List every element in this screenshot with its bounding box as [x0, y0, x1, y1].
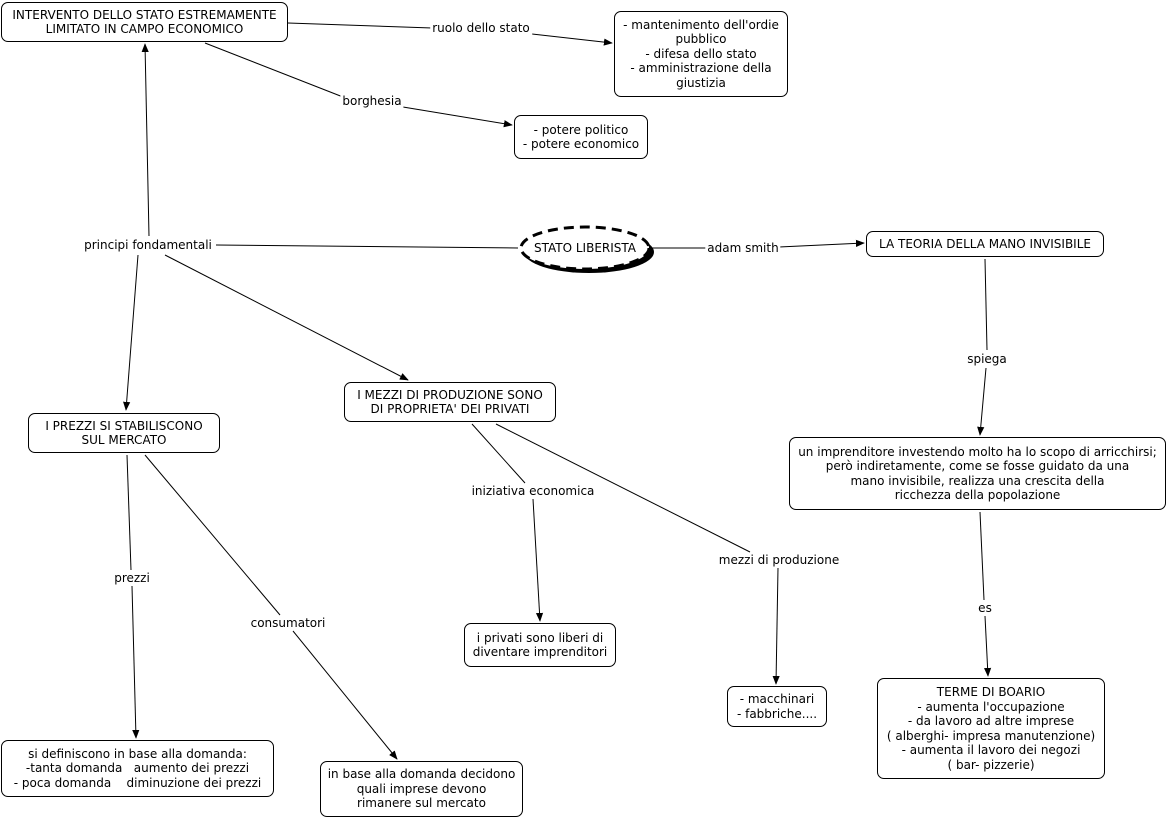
- stato-liberista-shape: [519, 225, 654, 273]
- link-label-iniziativa: iniziativa economica: [469, 484, 597, 498]
- node-line: pubblico: [675, 32, 727, 47]
- node-potere[interactable]: - potere politico - potere economico: [514, 115, 648, 159]
- edge-stato-principi: [215, 244, 519, 249]
- node-line: DI PROPRIETA' DEI PRIVATI: [370, 402, 530, 416]
- link-label-principi: principi fondamentali: [82, 238, 214, 252]
- node-line: LA TEORIA DELLA MANO INVISIBILE: [879, 236, 1091, 251]
- node-prezzi-mercato[interactable]: I PREZZI SI STABILISCONO SUL MERCATO: [28, 413, 220, 453]
- node-line: I MEZZI DI PRODUZIONE SONO: [357, 387, 543, 402]
- link-label-borghesia: borghesia: [340, 94, 404, 108]
- edge-principi-prezzi: [123, 254, 139, 411]
- edge-principi-mezzi: [164, 254, 409, 381]
- node-line: però indiretamente, come se fosse guidat…: [825, 459, 1130, 473]
- edge-borghesia-potere: [402, 106, 513, 128]
- node-domanda[interactable]: si definiscono in base alla domanda: -ta…: [1, 740, 274, 797]
- node-line: - da lavoro ad altre imprese: [907, 714, 1075, 728]
- edge-intervento-borghesia: [204, 42, 344, 98]
- node-line: - aumenta il lavoro dei negozi: [901, 743, 1081, 757]
- node-line: un imprenditore investendo molto ha lo s…: [798, 444, 1157, 459]
- edge-mercato-prezzi: [126, 454, 132, 571]
- node-line: - fabbriche....: [736, 706, 818, 721]
- edge-mercato-consumatori: [144, 454, 281, 616]
- node-line: diventare imprenditori: [472, 645, 608, 659]
- node-line: si definiscono in base alla domanda:: [28, 746, 247, 761]
- node-line: i privati sono liberi di: [476, 630, 604, 645]
- node-imprenditore[interactable]: un imprenditore investendo molto ha lo s…: [789, 437, 1166, 510]
- node-line: -tanta domanda aumento dei prezzi: [25, 761, 250, 776]
- edge-mezzi-iniziativa: [471, 423, 526, 484]
- edge-consumatori-imprese: [292, 630, 398, 760]
- edge-mezzi-produzione: [495, 423, 751, 553]
- node-line: quali imprese devono: [356, 781, 487, 796]
- link-label-adam: adam smith: [705, 241, 781, 255]
- edge-ruolo-ordine: [531, 33, 613, 46]
- node-line: - potere economico: [522, 137, 640, 151]
- node-privati-liberi[interactable]: i privati sono liberi di diventare impre…: [464, 623, 616, 667]
- node-line: I PREZZI SI STABILISCONO: [45, 418, 203, 433]
- node-line: - mantenimento dell'ordie: [623, 17, 779, 32]
- node-line: rimanere sul mercato: [357, 796, 486, 811]
- edge-prezzi-domanda: [131, 585, 140, 739]
- node-line: ( alberghi- impresa manutenzione): [886, 728, 1096, 743]
- link-label-es: es: [976, 601, 994, 615]
- node-mano-invisibile[interactable]: LA TEORIA DELLA MANO INVISIBILE: [866, 231, 1104, 257]
- node-stato-liberista[interactable]: STATO LIBERISTA: [533, 241, 637, 255]
- node-line: - poca domanda diminuzione dei prezzi: [13, 775, 262, 790]
- node-macchinari[interactable]: - macchinari - fabbriche....: [727, 686, 827, 727]
- node-line: ricchezza della popolazione: [894, 488, 1061, 502]
- link-label-mezzi: mezzi di produzione: [716, 553, 842, 567]
- node-line: TERME DI BOARIO: [936, 685, 1046, 699]
- edge-spiega-imprenditore: [977, 367, 987, 436]
- edge-principi-intervento: [141, 43, 150, 237]
- node-line: INTERVENTO DELLO STATO ESTREMAMENTE: [12, 7, 277, 22]
- node-line: SUL MERCATO: [81, 433, 167, 447]
- link-label-spiega: spiega: [965, 352, 1009, 366]
- node-line: in base alla domanda decidono: [327, 767, 516, 782]
- link-label-prezzi: prezzi: [112, 571, 152, 585]
- node-intervento-stato[interactable]: INTERVENTO DELLO STATO ESTREMAMENTE LIMI…: [1, 2, 288, 42]
- node-ruolo-contenuti[interactable]: - mantenimento dell'ordie pubblico - dif…: [614, 11, 788, 97]
- edge-produzione-macchinari: [772, 567, 780, 685]
- node-line: mano invisibile, realizza una crescita d…: [850, 473, 1105, 488]
- edge-iniziativa-privati: [532, 498, 544, 622]
- edge-imprenditore-es: [979, 511, 985, 601]
- node-imprese-mercato[interactable]: in base alla domanda decidono quali impr…: [320, 761, 523, 817]
- edge-adam-mano: [778, 239, 865, 248]
- link-label-ruolo: ruolo dello stato: [430, 21, 532, 35]
- link-label-consumatori: consumatori: [248, 616, 328, 630]
- node-line: - amministrazione della: [630, 61, 772, 76]
- edge-intervento-ruolo: [287, 22, 433, 29]
- node-line: - potere politico: [533, 122, 629, 137]
- edge-mano-spiega: [984, 258, 988, 351]
- node-line: - difesa dello stato: [645, 46, 757, 61]
- node-line: giustizia: [676, 75, 726, 90]
- node-mezzi-privati[interactable]: I MEZZI DI PRODUZIONE SONO DI PROPRIETA'…: [344, 382, 556, 422]
- node-terme-boario[interactable]: TERME DI BOARIO - aumenta l'occupazione …: [877, 678, 1105, 779]
- edge-es-terme: [983, 615, 992, 677]
- node-line: ( bar- pizzerie): [947, 757, 1035, 772]
- node-line: - macchinari: [739, 692, 815, 706]
- node-line: LIMITATO IN CAMPO ECONOMICO: [45, 22, 244, 36]
- node-line: - aumenta l'occupazione: [917, 699, 1065, 714]
